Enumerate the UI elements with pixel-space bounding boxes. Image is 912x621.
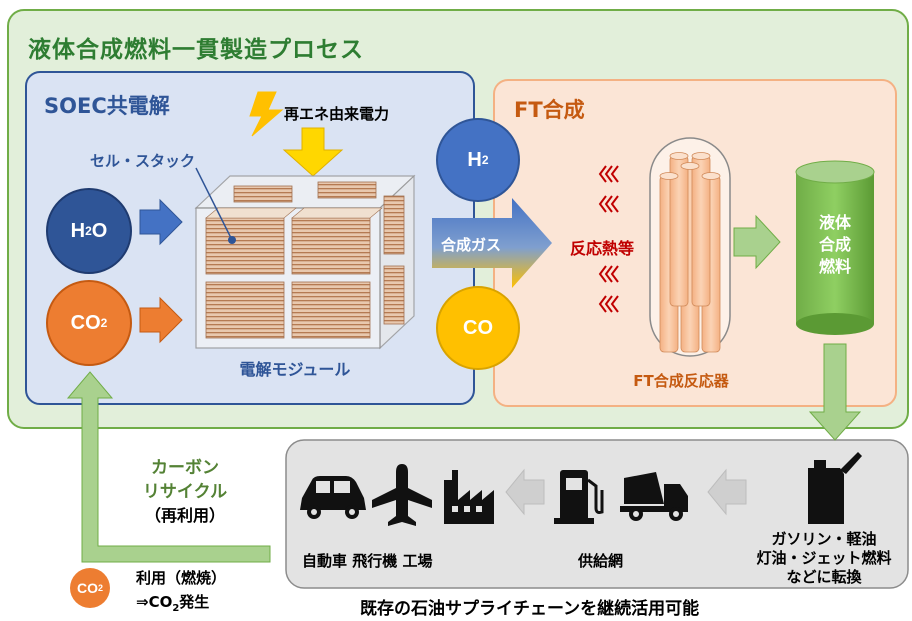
co-circle: CO [436,286,520,370]
supply-arrow-1 [505,468,545,516]
footer-caption: 既存の石油サプライチェーンを継続活用可能 [360,599,700,619]
airplane-icon [372,464,432,526]
usage-label: 利用（燃焼） ⇒CO2発生 [136,566,226,621]
fuel-can-icon [808,452,862,524]
fuel-to-supply-arrow [808,343,862,441]
electrolysis-module [194,174,416,350]
ft-reactor [649,137,731,357]
cell-stack-dot [228,236,236,244]
lightning-icon [249,91,284,137]
reactor-to-fuel-arrow [733,214,781,270]
syngas-arrow [432,198,552,288]
mixer-truck-icon [620,472,688,521]
supply-chain-box [285,439,909,589]
power-arrow [282,127,344,177]
usage-line2: ⇒CO2発生 [136,593,210,614]
fuel-label: 液体 合成 燃料 [818,213,851,276]
module-label: 電解モジュール [239,360,351,379]
supply-arrow-2 [707,468,747,516]
soec-title: SOEC共電解 [44,94,170,118]
fuel-cylinder [795,160,875,335]
fuel-types-label: ガソリン・軽油 灯油・ジェット燃料 などに転換 [756,530,892,586]
network-label: 供給網 [578,552,624,570]
reactor-label: FT合成反応器 [633,372,729,390]
heat-label: 反応熱等 [570,239,635,258]
ft-title: FT合成 [514,98,585,122]
recycle-arrow [66,371,271,563]
cell-stack-label: セル・スタック [90,152,196,170]
power-label: 再エネ由来電力 [284,105,390,123]
main-title: 液体合成燃料一貫製造プロセス [28,37,364,63]
heat-chevrons [598,165,619,313]
co2-arrow [139,296,183,344]
syngas-label: 合成ガス [441,236,502,254]
recycle-label: カーボン リサイクル （再利用） [142,458,228,525]
car-icon [300,476,366,519]
uses-label: 自動車 飛行機 工場 [302,552,433,570]
h2o-arrow [139,198,183,246]
gas-pump-icon [554,470,604,524]
cell-stack-pointer [195,167,233,241]
factory-icon [444,470,494,524]
